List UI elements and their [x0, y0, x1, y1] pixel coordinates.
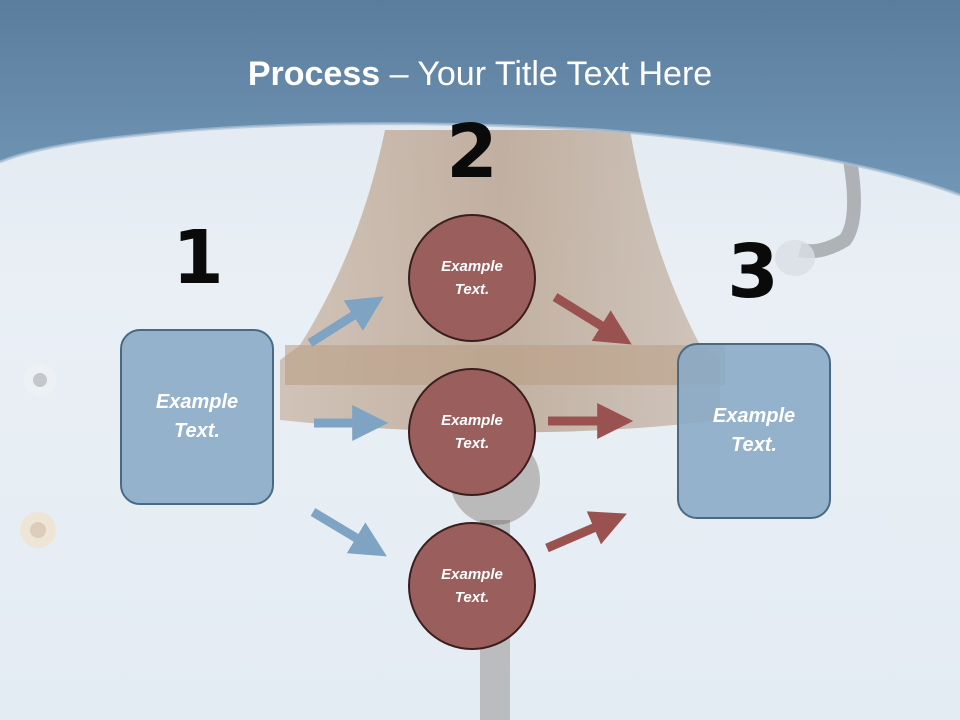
step-3-box: Example Text. — [677, 343, 831, 519]
step-number-1: 1 — [172, 215, 224, 301]
step-3-box-text: Example Text. — [712, 405, 796, 456]
step-2-circle-middle: Example Text. — [408, 368, 536, 496]
title-bold: Process — [247, 55, 381, 93]
step-number-2: 2 — [446, 109, 498, 195]
slide-title: Process – Your Title Text Here — [0, 52, 960, 96]
title-rest: – Your Title Text Here — [380, 55, 713, 93]
arrow-1-to-bottom — [310, 508, 387, 557]
step-1-box-text: Example Text. — [155, 391, 239, 442]
circle-bottom-text: Example Text. — [441, 566, 503, 606]
arrow-bottom-to-3 — [545, 511, 627, 553]
arrow-top-to-3 — [552, 293, 632, 345]
step-1-box: Example Text. — [120, 329, 274, 505]
arrow-1-to-top — [307, 296, 384, 347]
circle-middle-text: Example Text. — [441, 412, 503, 452]
step-2-circle-bottom: Example Text. — [408, 522, 536, 650]
step-2-circle-top: Example Text. — [408, 214, 536, 342]
step-number-3: 3 — [727, 229, 779, 315]
circle-top-text: Example Text. — [441, 258, 503, 298]
